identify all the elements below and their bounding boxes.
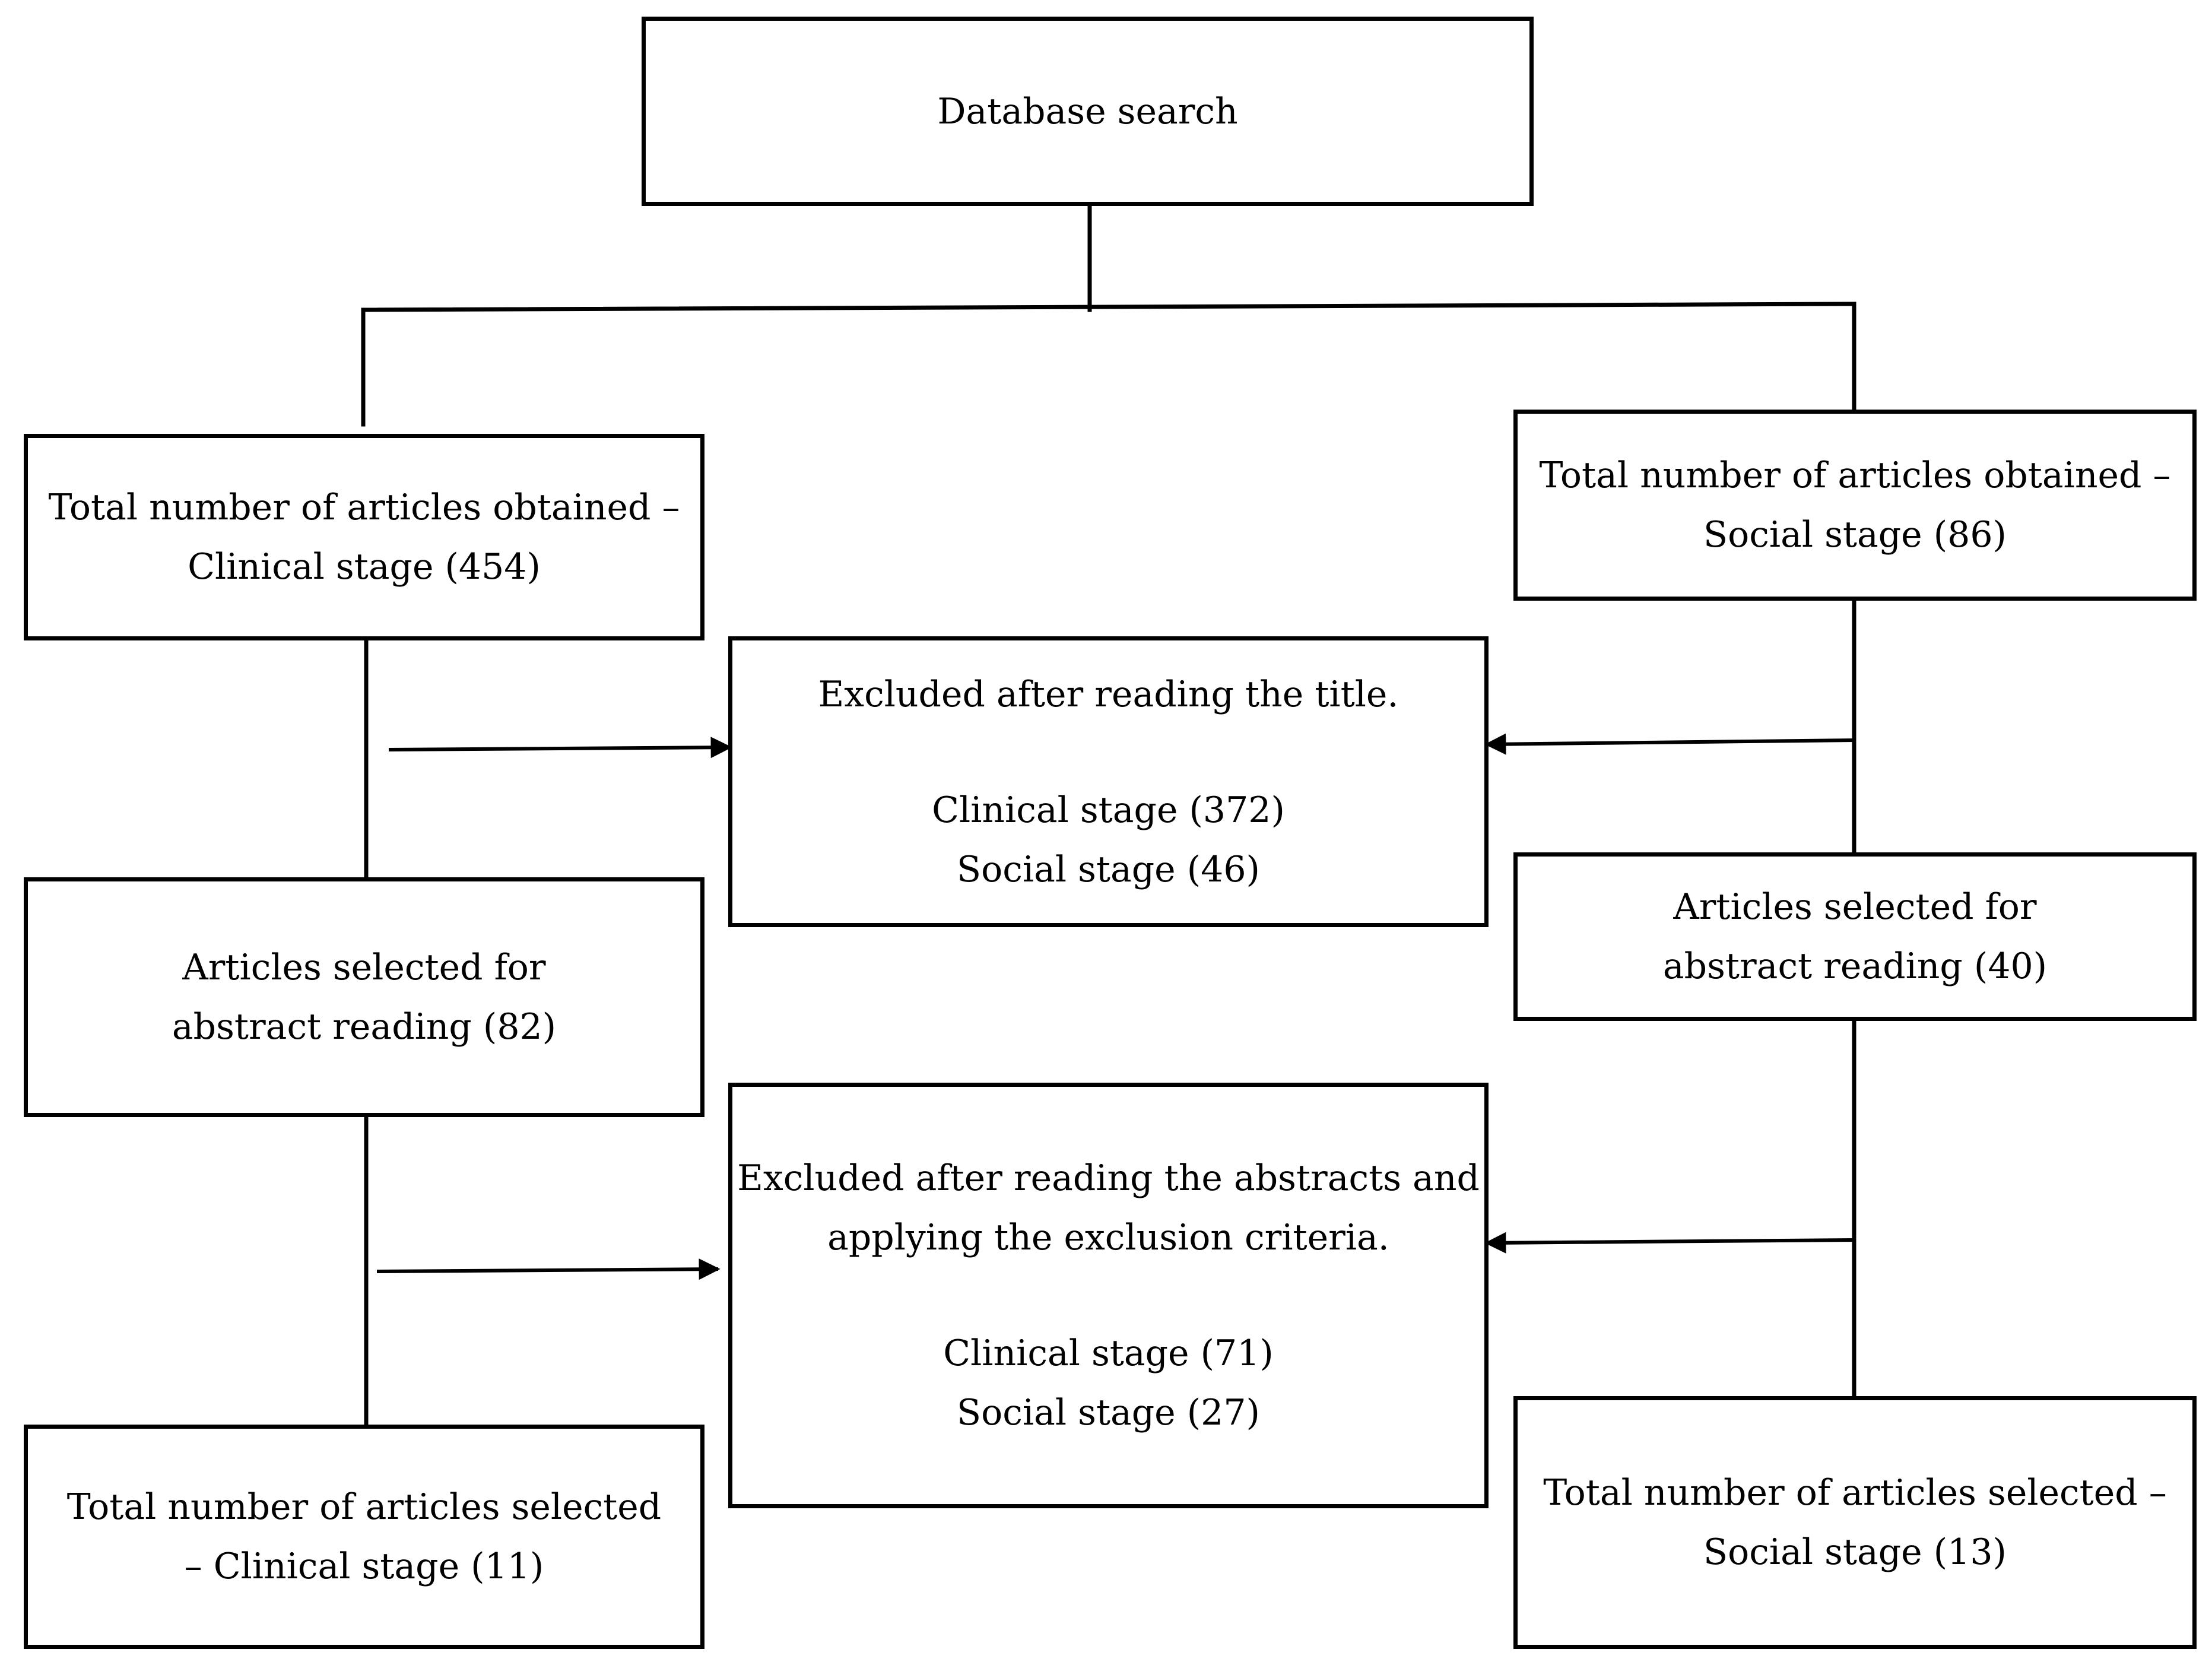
social-total-obtained-line1: Total number of articles obtained – (1539, 455, 2171, 496)
social-abstract-reading-box: Articles selected for abstract reading (… (1513, 852, 2197, 1021)
clinical-total-obtained-line2: Clinical stage (454) (188, 546, 541, 588)
database-search-label: Database search (937, 90, 1238, 132)
clinical-abstract-reading-line2: abstract reading (82) (172, 1006, 557, 1048)
excluded-title-box: Excluded after reading the title. Clinic… (728, 636, 1489, 927)
social-total-selected-line1: Total number of articles selected – (1543, 1472, 2167, 1514)
connector-split (361, 302, 1856, 312)
excluded-abstract-social-count: Social stage (27) (957, 1392, 1260, 1433)
excluded-title-social-count: Social stage (46) (957, 848, 1260, 890)
clinical-total-obtained-box: Total number of articles obtained – Clin… (24, 434, 704, 640)
excluded-abstract-box: Excluded after reading the abstracts and… (728, 1083, 1489, 1508)
social-total-obtained-line2: Social stage (86) (1703, 514, 2007, 556)
clinical-total-selected-box: Total number of articles selected – Clin… (24, 1425, 704, 1649)
excluded-title-clinical-count: Clinical stage (372) (932, 789, 1285, 831)
arrow-clinical-to-excluded-abstract (376, 1258, 721, 1280)
excluded-abstract-heading-line2: applying the exclusion criteria. (827, 1217, 1389, 1258)
social-abstract-reading-line2: abstract reading (40) (1662, 946, 2048, 987)
social-abstract-reading-line1: Articles selected for (1673, 886, 2037, 928)
social-total-obtained-box: Total number of articles obtained – Soci… (1513, 410, 2197, 601)
database-search-box: Database search (642, 17, 1534, 206)
clinical-total-selected-line2: – Clinical stage (11) (184, 1546, 544, 1587)
clinical-abstract-reading-box: Articles selected for abstract reading (… (24, 877, 704, 1117)
clinical-total-obtained-line1: Total number of articles obtained – (48, 487, 680, 528)
social-total-selected-line2: Social stage (13) (1703, 1531, 2007, 1573)
excluded-title-heading: Excluded after reading the title. (818, 673, 1399, 715)
arrow-social-to-excluded-title (1484, 733, 1855, 755)
clinical-abstract-reading-line1: Articles selected for (182, 947, 546, 988)
arrow-clinical-to-excluded-title (388, 737, 732, 759)
social-total-selected-box: Total number of articles selected – Soci… (1513, 1396, 2197, 1649)
excluded-abstract-clinical-count: Clinical stage (71) (943, 1333, 1274, 1374)
excluded-abstract-heading-line1: Excluded after reading the abstracts and (737, 1157, 1480, 1199)
clinical-total-selected-line1: Total number of articles selected (66, 1486, 662, 1528)
arrow-social-to-excluded-abstract (1484, 1232, 1855, 1254)
